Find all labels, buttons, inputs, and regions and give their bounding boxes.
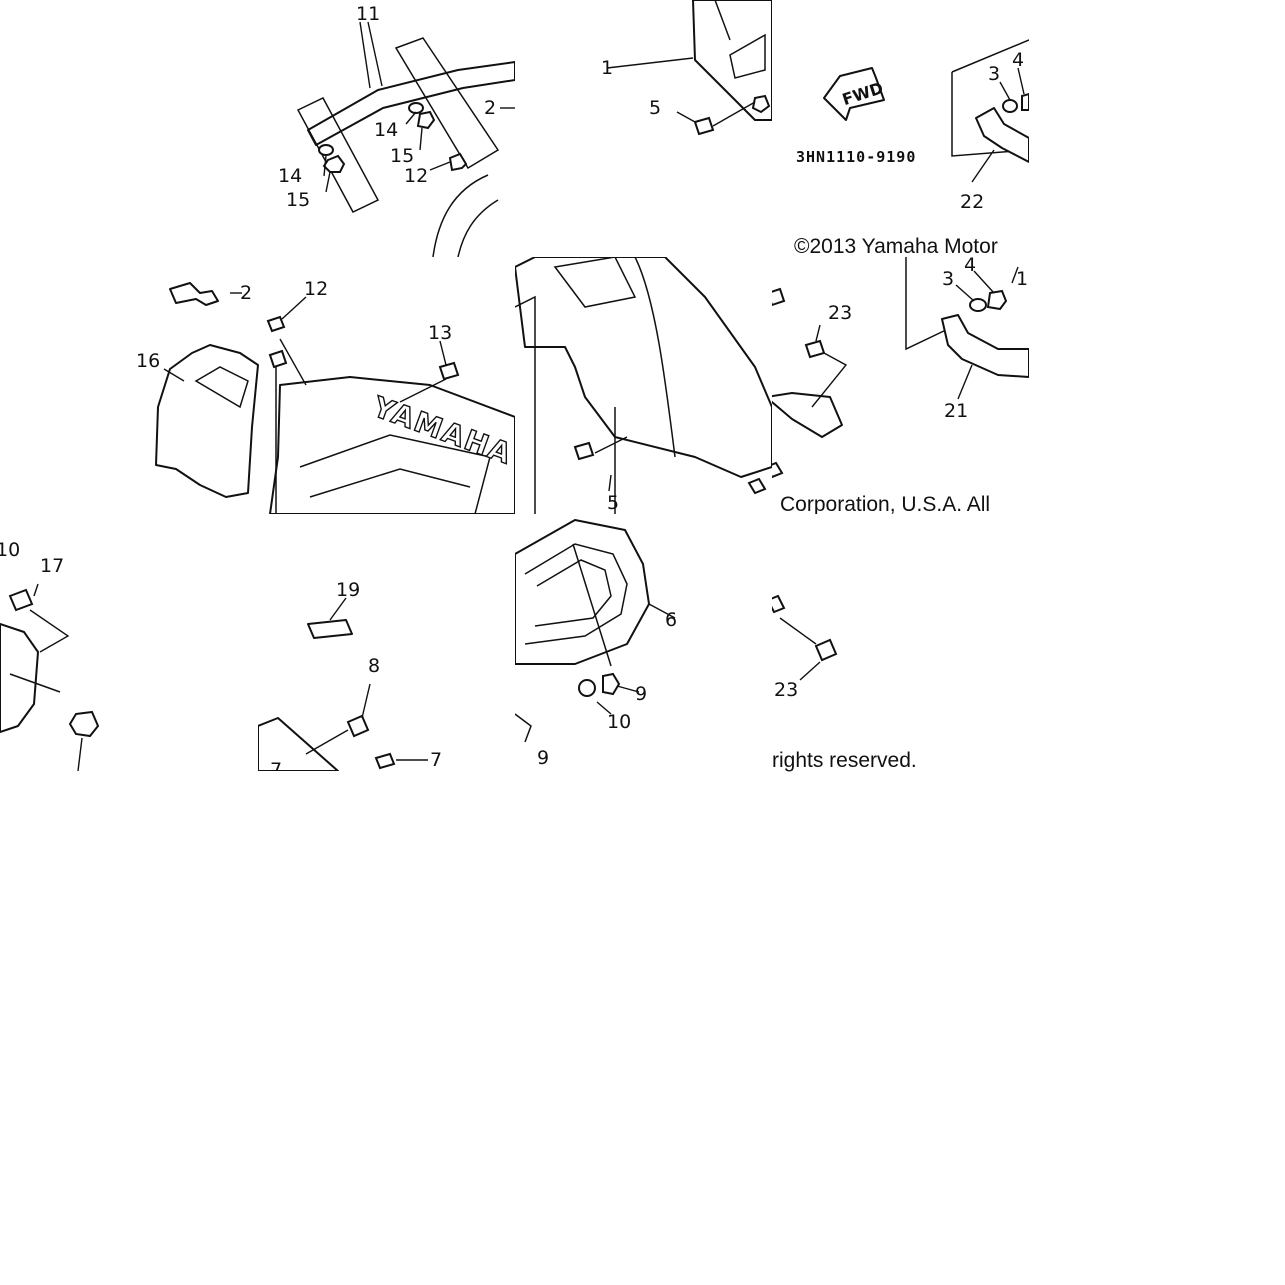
callout-label: 3 [942,268,954,290]
callout-label: 11 [356,3,380,25]
panel-7-part [258,717,339,771]
clip-19-part [307,619,353,639]
callout-label: 15 [390,145,414,167]
callout-label: 4 [1012,49,1024,71]
bracket-part [941,314,1029,378]
copyright-text: ©2013 Yamaha Motor [794,235,998,258]
tile-bracket-21: 23 3 4 10 21 [772,257,1029,514]
callout-label: 21 [944,400,968,422]
callout-label: 14 [374,119,398,141]
tile-fender-panel: 1 5 [515,0,772,257]
callout-label: 5 [607,492,619,514]
rear-fender-part [515,257,772,478]
callout-label: 17 [40,555,64,577]
callout-label: 16 [136,350,160,372]
callout-label: 5 [649,97,661,119]
callout-label: 19 [336,579,360,601]
callout-label: 12 [304,278,328,300]
callout-label: 2 [240,282,252,304]
callout-label: 13 [428,322,452,344]
callout-label: 1 [601,57,613,79]
fender-panel-part [692,0,772,121]
fwd-arrow-icon: FWD [823,67,885,121]
callout-label: 23 [828,302,852,324]
rack-rail-part [307,61,515,146]
callout-label: 3 [988,63,1000,85]
callout-label: 22 [960,191,984,213]
copyright-line-2: Corporation, U.S.A. All [772,488,1029,518]
copyright-line-3: rights reserved. [772,744,1029,774]
callout-label: 14 [278,165,302,187]
stay-part [772,392,843,438]
callout-label: 10 [607,711,631,733]
box-cover-part [155,344,259,498]
tile-bolts-8-7: 19 8 7 7 [258,514,515,771]
tile-mud-flap: 6 9 10 9 [515,514,772,771]
copyright-text: rights reserved. [772,749,917,772]
tile-storage-box: YAMAHA 2 12 13 16 18 [130,257,515,514]
callout-label: 4 [964,257,976,276]
callout-label: 12 [404,165,428,187]
callout-label: 10 [0,539,20,561]
callout-label: 10 [1016,268,1029,290]
callout-label: 6 [665,609,677,631]
tile-rack-rail: 11 14 15 14 15 12 2 [258,0,515,257]
callout-label: 23 [774,679,798,701]
callout-label: 9 [537,747,549,769]
part-code: 3HN1110-9190 [796,148,916,166]
tile-side-cover: 10 17 [0,514,130,771]
copyright-line-1: ©2013 Yamaha Motor [772,230,1029,260]
tile-rear-fender: 5 [515,257,772,514]
callout-label: 8 [368,655,380,677]
callout-label: 7 [430,749,442,771]
callout-label: 2 [484,97,496,119]
tile-fwd-bracket: FWD 3HN1110-9190 3 4 22 [772,0,1029,257]
callout-label: 7 [270,759,282,771]
callout-label: 9 [635,683,647,705]
callout-label: 15 [286,189,310,211]
tile-bolt-23: 23 [772,514,1029,736]
copyright-text: Corporation, U.S.A. All [780,493,990,516]
clip-part [169,282,219,306]
bracket-part [975,107,1029,163]
